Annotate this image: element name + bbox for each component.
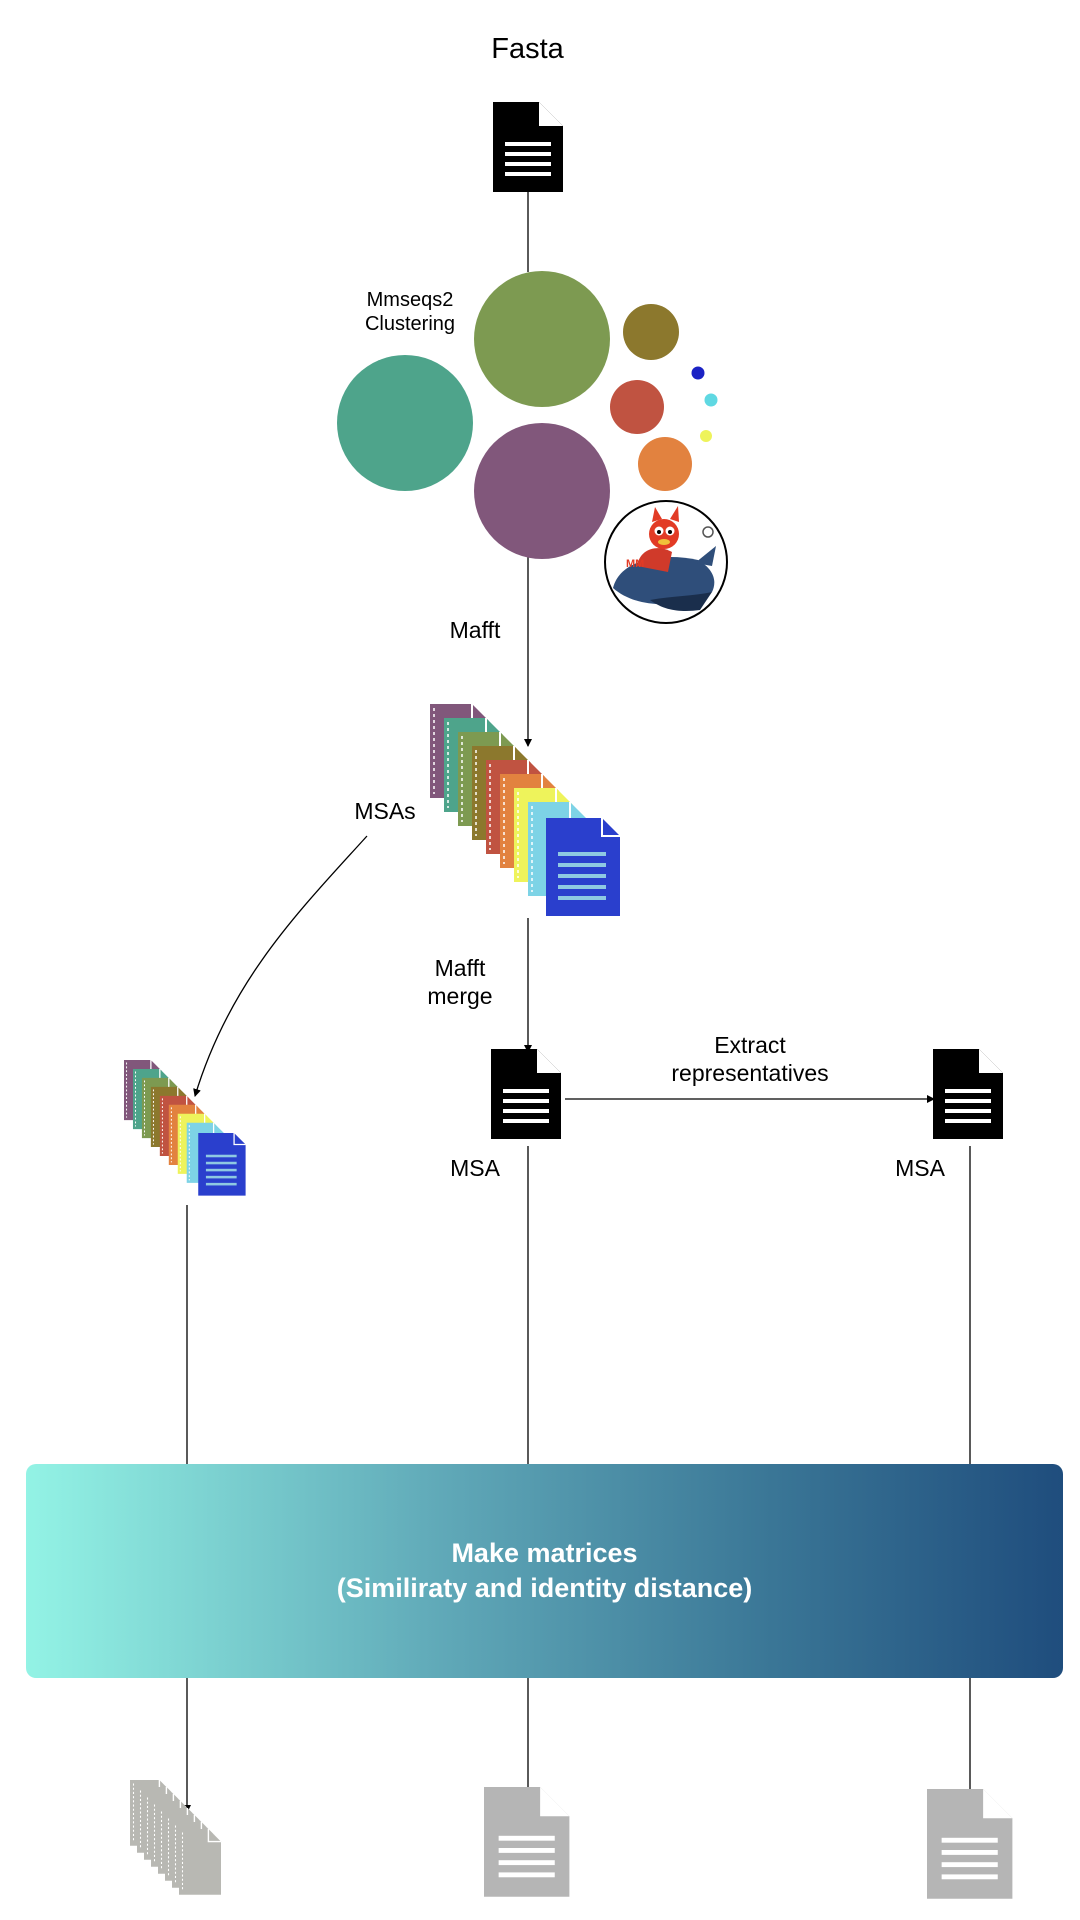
cluster-bubble-olive: [623, 304, 679, 360]
cluster-bubble-orange: [638, 437, 692, 491]
fasta-document-icon: [493, 102, 563, 192]
cluster-bubble-teal: [337, 355, 473, 491]
msa-copy-document-stack-icon: [123, 1059, 247, 1197]
msas-label: MSAs: [354, 798, 416, 824]
cluster-bubble-cyan: [704, 393, 718, 407]
extract-representatives-label: Extract representatives: [671, 1032, 829, 1086]
merged-msa-document-icon: [491, 1049, 561, 1139]
representatives-msa-document-icon: [933, 1049, 1003, 1139]
fasta-label: Fasta: [491, 33, 564, 65]
cluster-bubble-blue: [691, 366, 705, 380]
msa-document-stack-icon: [429, 703, 621, 917]
output-right-document-icon: [926, 1789, 1013, 1899]
mmseqs-rocket-mascot-icon: MM: [604, 500, 728, 624]
mafft-merge-label: Mafft merge: [427, 955, 493, 1009]
clustering-label: Mmseqs2 Clustering: [364, 289, 456, 335]
cluster-bubble-yellow: [700, 430, 712, 442]
svg-text:MM: MM: [626, 558, 644, 570]
connector-msas-copy: [193, 835, 368, 1097]
msa-representatives-label: MSA: [895, 1155, 945, 1181]
cluster-bubble-green: [474, 271, 610, 407]
cluster-bubble-purple: [474, 423, 610, 559]
output-document-stack-icon: [129, 1779, 222, 1896]
mafft-label: Mafft: [449, 617, 501, 643]
cluster-bubble-red: [610, 380, 664, 434]
output-center-document-icon: [483, 1786, 570, 1897]
cluster-bubbles: [337, 271, 718, 559]
msa-label: MSA: [450, 1155, 500, 1181]
make-matrices-box: Make matrices (Similiraty and identity d…: [26, 1464, 1063, 1678]
make-matrices-label: Make matrices (Similiraty and identity d…: [336, 1538, 753, 1603]
